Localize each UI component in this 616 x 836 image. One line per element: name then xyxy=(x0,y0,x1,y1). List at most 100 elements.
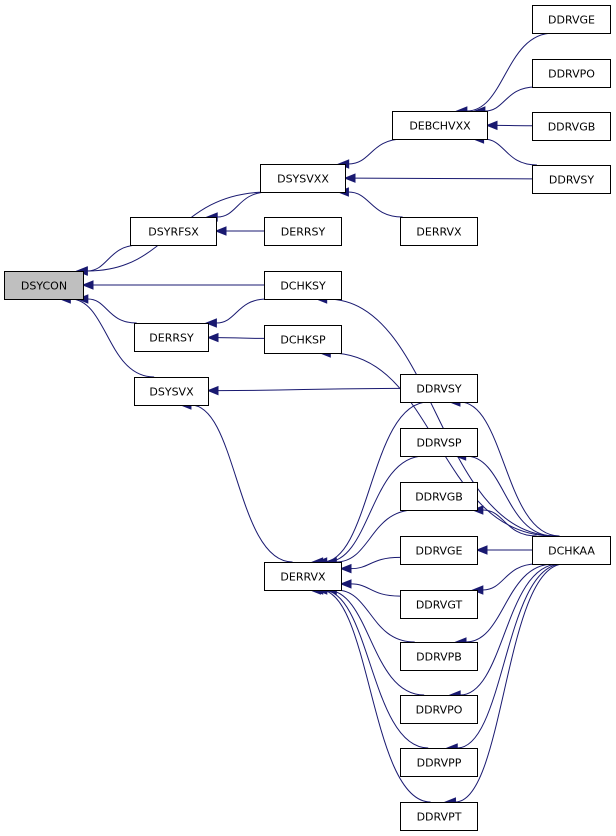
node-dsyrfsx[interactable]: DSYRFSX xyxy=(130,217,217,246)
edge-dchksp-to-derrsy xyxy=(206,332,265,343)
edge-line xyxy=(87,244,140,272)
edge-line xyxy=(459,401,560,537)
edge-line xyxy=(217,337,265,339)
node-ddrvge[interactable]: DDRVGE xyxy=(400,536,478,565)
node-ddrvpo[interactable]: DDRVPO xyxy=(532,59,611,88)
node-box[interactable] xyxy=(130,217,217,246)
node-box[interactable] xyxy=(532,112,611,141)
node-dsysvx[interactable]: DSYSVX xyxy=(134,377,209,406)
node-label: DDRVGB xyxy=(415,491,463,504)
edge-line xyxy=(482,509,537,537)
node-label: DDRVPO xyxy=(416,704,463,717)
node-box[interactable] xyxy=(264,325,342,354)
edge-line xyxy=(217,387,401,392)
edge-ddrvgb-to-debchvxx xyxy=(485,120,533,131)
node-debchvxx[interactable]: DEBCHVXX xyxy=(392,111,488,140)
edge-line xyxy=(87,298,137,324)
edge-line xyxy=(465,455,554,537)
node-label: DDRVGT xyxy=(416,599,463,612)
node-box[interactable] xyxy=(400,642,478,671)
node-box[interactable] xyxy=(260,164,346,193)
node-label: DDRVPB xyxy=(416,651,462,664)
edge-line xyxy=(70,298,155,378)
edge-line xyxy=(326,589,425,696)
nodes: DSYCON DSYRFSX DERRSY DSYSVX DSYSVXX DERRSY DC… xyxy=(4,5,611,831)
edge-ddrvsy2-to-dsysvx xyxy=(206,385,401,396)
node-box[interactable] xyxy=(400,590,478,619)
node-box[interactable] xyxy=(532,59,611,88)
node-ddrvpo[interactable]: DDRVPO xyxy=(400,695,478,724)
edge-line xyxy=(326,298,557,537)
node-label: DDRVPP xyxy=(417,757,462,770)
node-ddrvgb[interactable]: DDRVGB xyxy=(532,112,611,141)
node-box[interactable] xyxy=(400,695,478,724)
node-derrsy[interactable]: DERRSY xyxy=(264,217,342,246)
edge-line xyxy=(460,563,560,696)
arrowhead-icon xyxy=(485,120,498,131)
node-dchksy[interactable]: DCHKSY xyxy=(264,271,342,300)
node-dchksp[interactable]: DCHKSP xyxy=(264,325,342,354)
node-label: DSYSVXX xyxy=(277,173,329,186)
node-box[interactable] xyxy=(400,748,478,777)
node-ddrvpt[interactable]: DDRVPT xyxy=(400,802,478,831)
edge-line xyxy=(217,191,269,218)
node-box[interactable] xyxy=(400,217,478,246)
edge-line xyxy=(322,589,429,749)
node-label: DCHKAA xyxy=(548,545,595,558)
node-label: DERRSY xyxy=(281,226,326,239)
node-ddrvgb[interactable]: DDRVGB xyxy=(400,482,478,511)
node-box[interactable] xyxy=(400,374,478,403)
node-box[interactable] xyxy=(532,536,611,565)
node-dsysvxx[interactable]: DSYSVXX xyxy=(260,164,346,193)
node-derrvx[interactable]: DERRVX xyxy=(400,217,478,246)
node-box[interactable] xyxy=(400,802,478,831)
edge-debchvxx-to-dsysvxx xyxy=(337,138,404,169)
node-ddrvpb[interactable]: DDRVPB xyxy=(400,642,478,671)
edge-ddrvge2-to-derrvx xyxy=(339,556,401,574)
node-ddrvsp[interactable]: DDRVSP xyxy=(400,428,478,457)
node-box[interactable] xyxy=(134,377,209,406)
edge-line xyxy=(336,509,415,563)
node-ddrvge[interactable]: DDRVGE xyxy=(532,5,611,34)
node-label: DSYRFSX xyxy=(148,226,199,239)
node-derrvx[interactable]: DERRVX xyxy=(264,562,342,591)
node-box[interactable] xyxy=(264,217,342,246)
arrowhead-icon xyxy=(339,579,352,589)
node-box[interactable] xyxy=(400,536,478,565)
edge-line xyxy=(457,563,563,749)
edge-line xyxy=(348,138,404,165)
edge-line xyxy=(482,563,537,591)
arrowhead-icon xyxy=(81,280,94,290)
node-box[interactable] xyxy=(4,271,84,300)
node-ddrvsy[interactable]: DDRVSY xyxy=(532,165,611,194)
node-derrsy[interactable]: DERRSY xyxy=(134,323,209,352)
arrowhead-icon xyxy=(343,173,356,183)
node-label: DDRVSP xyxy=(416,437,461,450)
node-box[interactable] xyxy=(532,165,611,194)
edge-line xyxy=(484,86,536,112)
edge-line xyxy=(326,455,425,563)
node-label: DDRVPO xyxy=(548,68,595,81)
edge-derrvx2-to-dsysvxx xyxy=(337,187,403,218)
node-box[interactable] xyxy=(264,562,342,591)
node-box[interactable] xyxy=(392,111,488,140)
node-box[interactable] xyxy=(264,271,342,300)
node-ddrvgt[interactable]: DDRVGT xyxy=(400,590,478,619)
edge-line xyxy=(322,401,429,563)
node-box[interactable] xyxy=(400,482,478,511)
edge-dchksy-to-derrsy xyxy=(205,298,268,328)
edge-line xyxy=(483,138,537,166)
node-label: DDRVSY xyxy=(416,383,461,396)
node-ddrvsy[interactable]: DDRVSY xyxy=(400,374,478,403)
node-dchkaa[interactable]: DCHKAA xyxy=(532,536,611,565)
node-box[interactable] xyxy=(134,323,209,352)
edge-dchkaa-to-ddrvgt xyxy=(471,563,537,595)
node-label: DCHKSY xyxy=(280,280,326,293)
edge-derrsy-to-dsycon xyxy=(76,294,137,324)
node-box[interactable] xyxy=(532,5,611,34)
node-dsycon[interactable]: DSYCON xyxy=(4,271,84,300)
node-box[interactable] xyxy=(400,428,478,457)
node-ddrvpp[interactable]: DDRVPP xyxy=(400,748,478,777)
